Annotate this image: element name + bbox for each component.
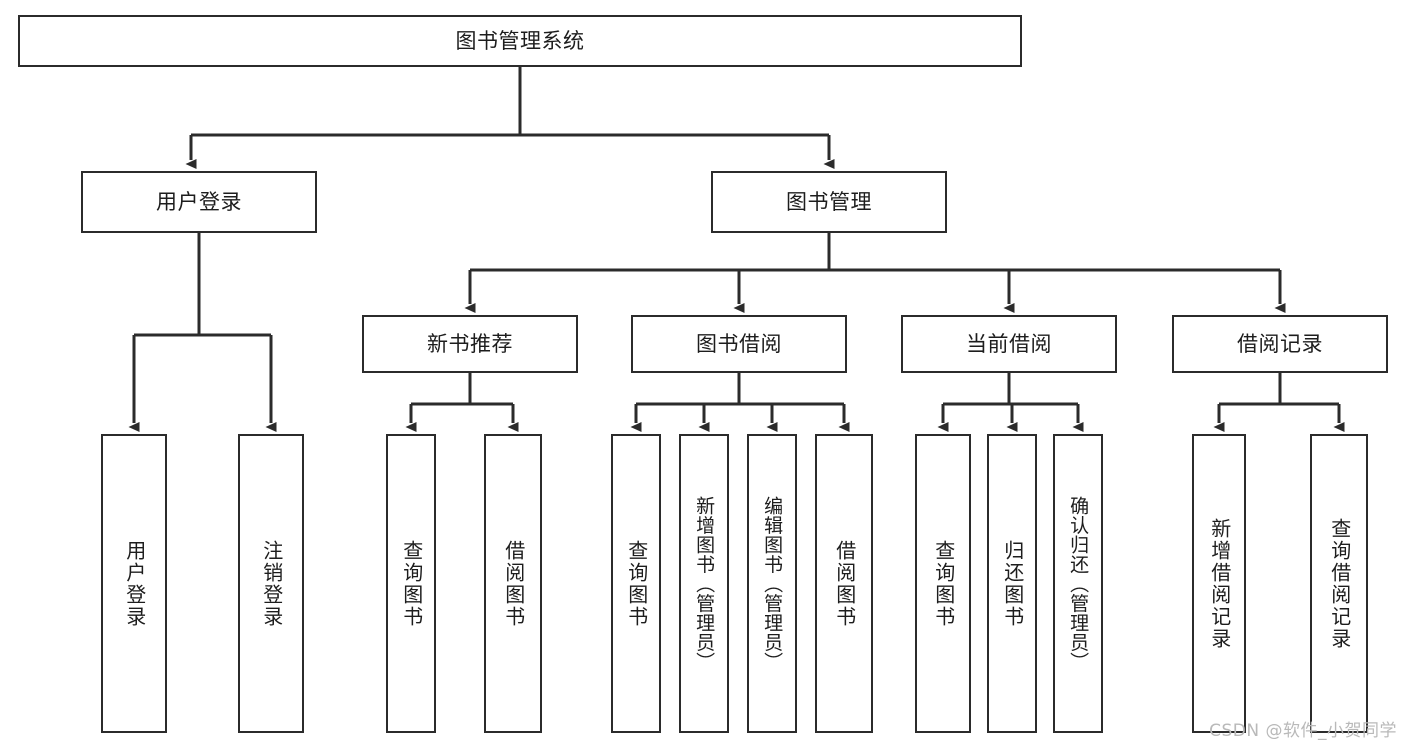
node-leaf-borrow-book-b[interactable]: 借阅图书	[815, 434, 873, 733]
node-leaf-query-record[interactable]: 查询借阅记录	[1310, 434, 1368, 733]
node-leaf-query-book-rec-label: 查询图书	[399, 539, 424, 628]
node-leaf-edit-book[interactable]: 编辑图书（管理员）	[747, 434, 797, 733]
node-book-borrow[interactable]: 图书借阅	[631, 315, 847, 373]
node-borrow-record[interactable]: 借阅记录	[1172, 315, 1388, 373]
node-leaf-query-book-b[interactable]: 查询图书	[611, 434, 661, 733]
node-leaf-user-login-label: 用户登录	[122, 539, 147, 628]
node-leaf-borrow-book-b-label: 借阅图书	[832, 539, 857, 628]
node-user-login-label: 用户登录	[156, 189, 242, 214]
node-new-book-rec-label: 新书推荐	[427, 331, 513, 356]
node-leaf-query-book-c-label: 查询图书	[931, 539, 956, 628]
node-book-manage-label: 图书管理	[786, 189, 872, 214]
node-leaf-add-record-label: 新增借阅记录	[1207, 517, 1232, 650]
node-user-login[interactable]: 用户登录	[81, 171, 317, 233]
node-leaf-borrow-book-rec-label: 借阅图书	[501, 539, 526, 628]
node-leaf-edit-book-label: 编辑图书（管理员）	[761, 495, 784, 672]
node-leaf-logout-label: 注销登录	[259, 539, 284, 628]
node-leaf-add-record[interactable]: 新增借阅记录	[1192, 434, 1246, 733]
node-book-manage[interactable]: 图书管理	[711, 171, 947, 233]
node-leaf-add-book-label: 新增图书（管理员）	[693, 495, 716, 672]
node-leaf-user-login[interactable]: 用户登录	[101, 434, 167, 733]
node-root[interactable]: 图书管理系统	[18, 15, 1022, 67]
node-root-label: 图书管理系统	[455, 28, 585, 53]
node-leaf-confirm-return[interactable]: 确认归还（管理员）	[1053, 434, 1103, 733]
node-leaf-query-book-rec[interactable]: 查询图书	[386, 434, 436, 733]
node-leaf-return-book-label: 归还图书	[1000, 539, 1025, 628]
node-leaf-logout[interactable]: 注销登录	[238, 434, 304, 733]
node-leaf-query-record-label: 查询借阅记录	[1327, 517, 1352, 650]
csdn-watermark: CSDN @软件_小贺同学	[1209, 721, 1397, 741]
node-book-borrow-label: 图书借阅	[696, 331, 782, 356]
node-borrow-record-label: 借阅记录	[1237, 331, 1323, 356]
node-current-borrow[interactable]: 当前借阅	[901, 315, 1117, 373]
node-leaf-add-book[interactable]: 新增图书（管理员）	[679, 434, 729, 733]
node-leaf-return-book[interactable]: 归还图书	[987, 434, 1037, 733]
node-leaf-query-book-c[interactable]: 查询图书	[915, 434, 971, 733]
node-new-book-rec[interactable]: 新书推荐	[362, 315, 578, 373]
node-current-borrow-label: 当前借阅	[966, 331, 1052, 356]
node-leaf-borrow-book-rec[interactable]: 借阅图书	[484, 434, 542, 733]
node-leaf-confirm-return-label: 确认归还（管理员）	[1067, 495, 1090, 672]
node-leaf-query-book-b-label: 查询图书	[624, 539, 649, 628]
